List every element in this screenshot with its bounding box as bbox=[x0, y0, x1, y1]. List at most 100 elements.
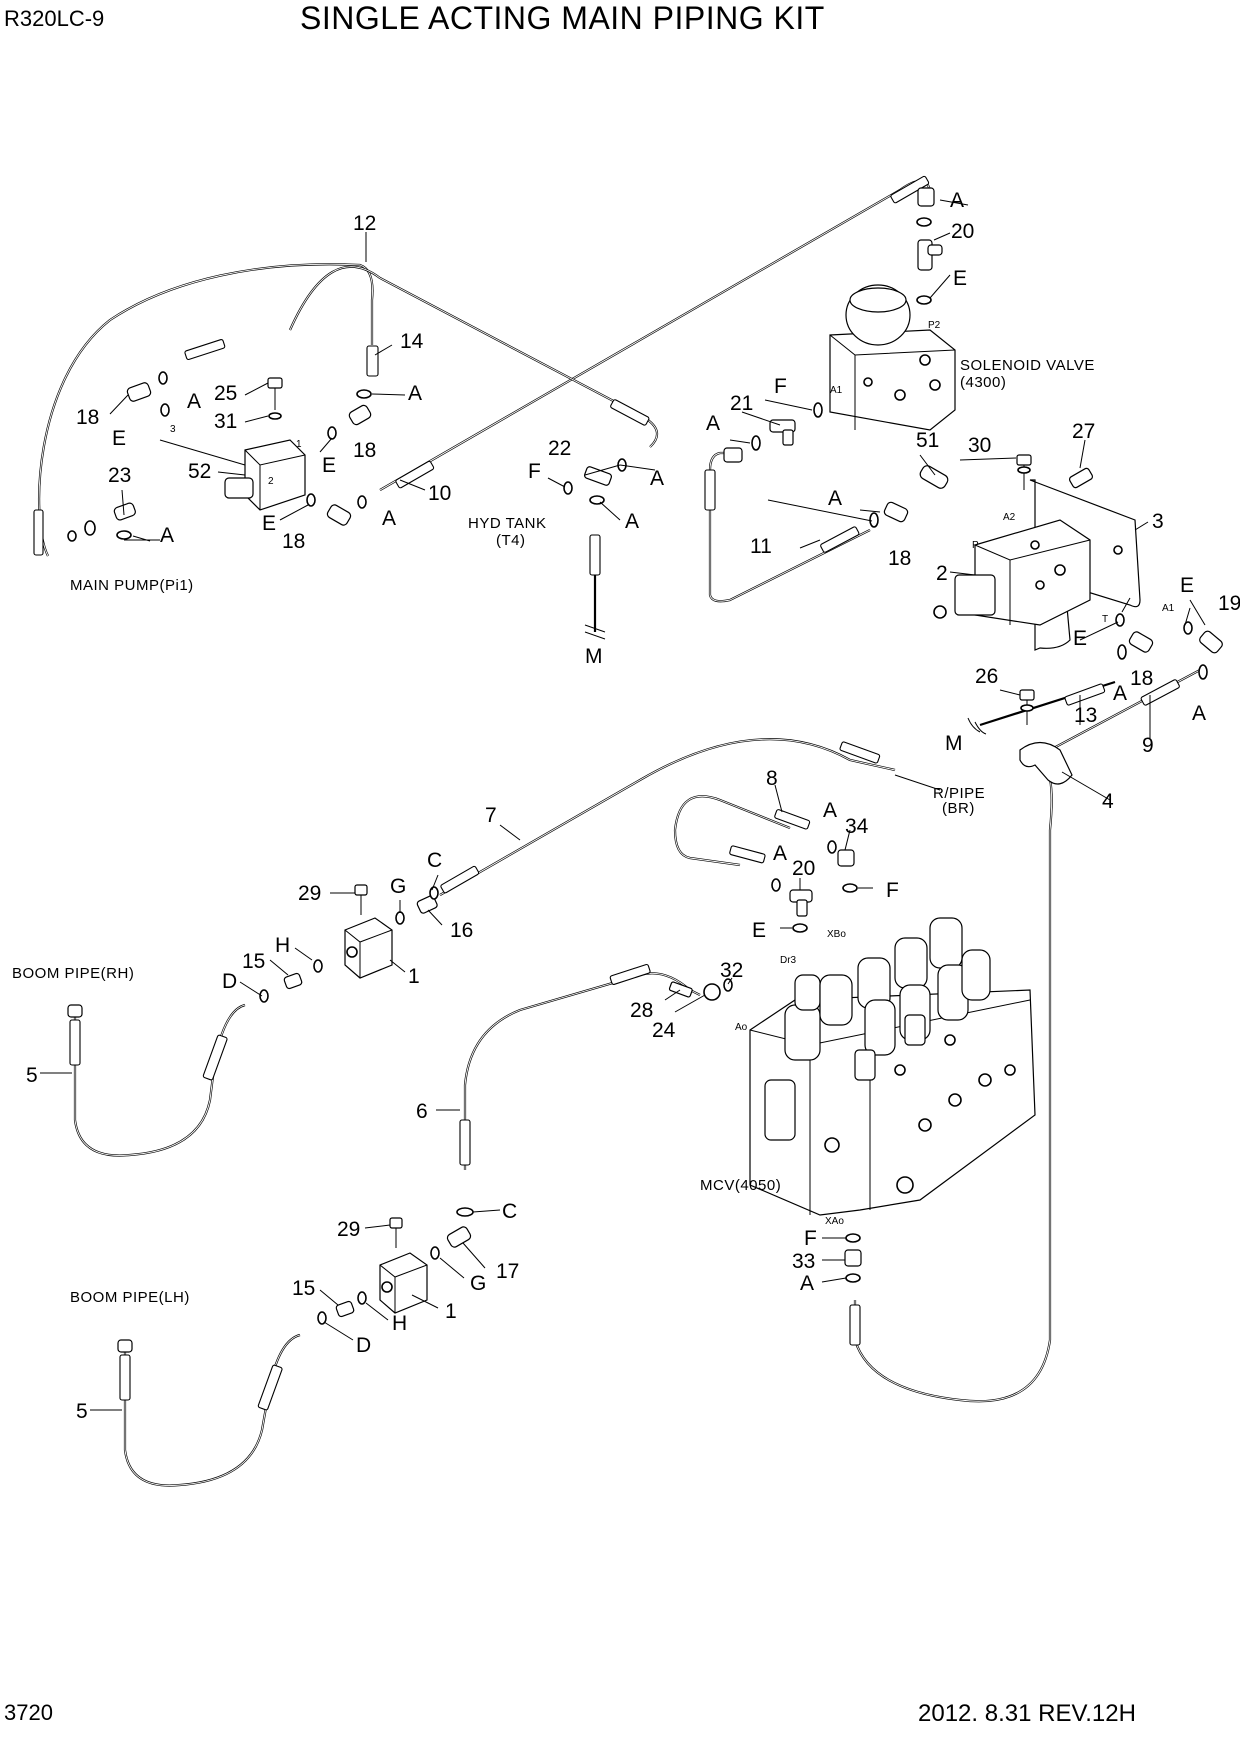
hose-5-rh bbox=[73, 1003, 246, 1157]
note-hyd-tank-code: (T4) bbox=[496, 532, 526, 549]
port-label: P bbox=[972, 540, 979, 551]
callout-4: 4 bbox=[1102, 790, 1114, 813]
callout-27: 27 bbox=[1072, 420, 1095, 443]
hose-11 bbox=[708, 451, 871, 603]
page-number: 3720 bbox=[4, 1700, 53, 1725]
callout-C: C bbox=[502, 1200, 517, 1223]
callout-A: A bbox=[650, 467, 664, 490]
block-1-upper bbox=[344, 917, 393, 979]
note-r-pipe: R/PIPE bbox=[933, 785, 985, 802]
callout-25: 25 bbox=[214, 382, 237, 405]
port-label: XBo bbox=[827, 929, 846, 940]
port-label: XAo bbox=[825, 1216, 844, 1227]
hose-6 bbox=[463, 972, 701, 1170]
callout-M: M bbox=[585, 645, 603, 668]
callout-A: A bbox=[828, 487, 842, 510]
port-label: A1 bbox=[1162, 603, 1175, 614]
note-boom-pipe-lh: BOOM PIPE(LH) bbox=[70, 1289, 190, 1306]
callout-G: G bbox=[470, 1272, 486, 1295]
callout-A: A bbox=[950, 189, 964, 212]
break-marks bbox=[584, 624, 987, 735]
callout-E: E bbox=[953, 267, 967, 290]
callout-3: 3 bbox=[1152, 510, 1164, 533]
callout-F: F bbox=[528, 460, 541, 483]
callout-A: A bbox=[1113, 682, 1127, 705]
note-mcv: MCV(4050) bbox=[700, 1177, 781, 1194]
port-label: A2 bbox=[1003, 512, 1016, 523]
callout-9: 9 bbox=[1142, 734, 1154, 757]
callout-15: 15 bbox=[292, 1277, 315, 1300]
mcv-solenoids bbox=[784, 917, 991, 1081]
callout-29: 29 bbox=[337, 1218, 360, 1241]
callout-33: 33 bbox=[792, 1250, 815, 1273]
callout-1: 1 bbox=[408, 965, 420, 988]
callout-20: 20 bbox=[951, 220, 974, 243]
callout-10: 10 bbox=[428, 482, 451, 505]
callout-13: 13 bbox=[1074, 704, 1097, 727]
callout-18: 18 bbox=[353, 439, 376, 462]
callout-51: 51 bbox=[916, 429, 939, 452]
callout-2: 2 bbox=[936, 562, 948, 585]
callout-14: 14 bbox=[400, 330, 424, 353]
callout-5: 5 bbox=[76, 1400, 88, 1423]
clamp-4 bbox=[1019, 741, 1073, 785]
callout-A: A bbox=[773, 842, 787, 865]
port-label: Dr3 bbox=[780, 955, 797, 966]
callout-A: A bbox=[1192, 702, 1206, 725]
hoses bbox=[37, 179, 1201, 1487]
callout-E: E bbox=[1180, 574, 1194, 597]
callout-A: A bbox=[160, 524, 174, 547]
callout-G: G bbox=[390, 875, 406, 898]
port-label: T bbox=[1102, 614, 1108, 625]
note-solenoid-valve: SOLENOID VALVE bbox=[960, 357, 1095, 374]
hose-5-lh bbox=[123, 1333, 301, 1487]
callout-18: 18 bbox=[888, 547, 911, 570]
callout-C: C bbox=[427, 849, 442, 872]
port-label: A1 bbox=[830, 385, 843, 396]
callout-24: 24 bbox=[652, 1019, 676, 1042]
callout-8: 8 bbox=[766, 767, 778, 790]
callout-E: E bbox=[752, 919, 766, 942]
callout-16: 16 bbox=[450, 919, 473, 942]
mcv-4050 bbox=[749, 917, 1036, 1216]
callout-52: 52 bbox=[188, 460, 211, 483]
callout-E: E bbox=[262, 512, 276, 535]
leader-lines bbox=[40, 199, 1206, 1411]
callout-A: A bbox=[823, 799, 837, 822]
callout-19: 19 bbox=[1218, 592, 1240, 615]
callouts: 12 A 20 E 14 A 25 A 18 31 E 18 E 52 23 A… bbox=[26, 189, 1240, 1423]
callout-15: 15 bbox=[242, 950, 265, 973]
solenoid-valve-4300 bbox=[829, 284, 956, 431]
callout-18: 18 bbox=[76, 406, 99, 429]
callout-6: 6 bbox=[416, 1100, 428, 1123]
callout-M: M bbox=[945, 732, 963, 755]
callout-A: A bbox=[382, 507, 396, 530]
port-label: 1 bbox=[296, 439, 302, 450]
callout-E: E bbox=[322, 454, 336, 477]
note-boom-pipe-rh: BOOM PIPE(RH) bbox=[12, 965, 134, 982]
callout-F: F bbox=[804, 1227, 817, 1250]
port-label: 2 bbox=[268, 476, 274, 487]
callout-21: 21 bbox=[730, 392, 753, 415]
note-main-pump: MAIN PUMP(Pi1) bbox=[70, 577, 194, 594]
callout-7: 7 bbox=[485, 804, 497, 827]
valve-block-2 bbox=[933, 479, 1141, 651]
callout-17: 17 bbox=[496, 1260, 519, 1283]
fittings bbox=[67, 187, 1223, 1353]
page-title: SINGLE ACTING MAIN PIPING KIT bbox=[300, 0, 825, 36]
callout-H: H bbox=[275, 934, 290, 957]
port-label: 3 bbox=[170, 424, 176, 435]
callout-26: 26 bbox=[975, 665, 998, 688]
callout-A: A bbox=[187, 390, 201, 413]
port-label: Ao bbox=[735, 1022, 748, 1033]
callout-18: 18 bbox=[1130, 667, 1153, 690]
port-labels: P2 A1 A2 P T A1 XBo Dr3 Ao XAo 1 2 3 bbox=[170, 320, 1175, 1227]
callout-31: 31 bbox=[214, 410, 237, 433]
block-52 bbox=[224, 439, 306, 511]
callout-11: 11 bbox=[750, 535, 772, 558]
notes: SOLENOID VALVE (4300) HYD TANK (T4) MAIN… bbox=[12, 357, 1095, 1306]
callout-20: 20 bbox=[792, 857, 815, 880]
callout-F: F bbox=[886, 879, 899, 902]
port-label: P2 bbox=[928, 320, 941, 331]
